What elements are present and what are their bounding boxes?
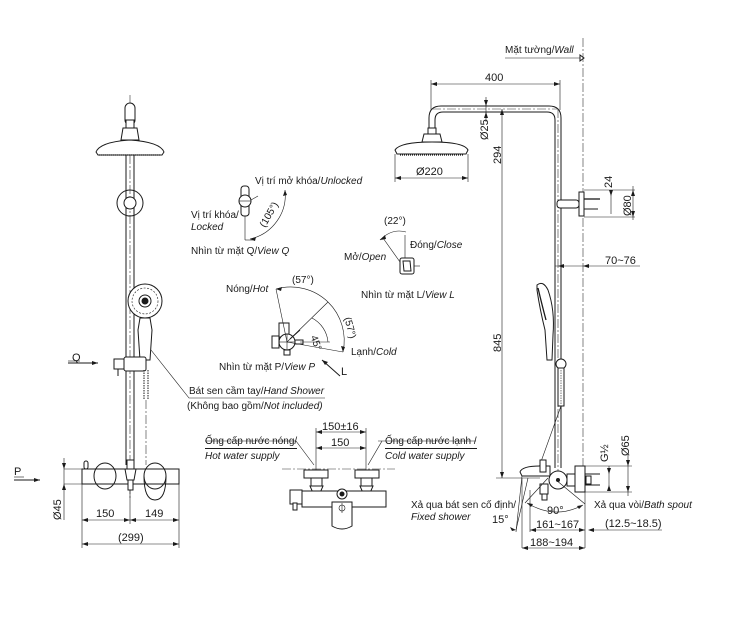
valve-knob [399, 257, 415, 275]
hot-inlet-flange [303, 469, 329, 479]
dim-12-5-18-5: (12.5~18.5) [605, 518, 662, 530]
shower-head-neck [120, 127, 140, 141]
angle-57-top: (57°) [292, 275, 314, 286]
dim-diameter-65: Ø65 [620, 435, 632, 456]
shower-arm [428, 105, 562, 468]
angle-22: (22°) [384, 216, 406, 227]
hot-label: Nóng/Hot [226, 284, 269, 295]
view-p-diagram [271, 286, 345, 377]
wall-label: Mặt tường/Wall [505, 45, 574, 56]
side-shower-head [394, 141, 469, 155]
dim-299-total: (299) [118, 532, 144, 544]
dim-294: 294 [492, 145, 504, 164]
unlocked-label: Vị trí mở khóa/Unlocked [255, 176, 363, 187]
dim-g-half: G½ [599, 444, 611, 462]
locked-label: Vị trí khóa/Locked [191, 210, 239, 233]
hand-shower-label: Bát sen cầm tay/Hand Shower [189, 386, 325, 397]
mixer-top-view [205, 428, 476, 530]
angle-90: 90° [547, 505, 564, 517]
wall-bracket [116, 189, 144, 217]
fixed-shower-line [515, 475, 523, 533]
hot-handle [93, 462, 117, 490]
marker-p: P [14, 466, 22, 478]
cold-inlet-flange [354, 469, 380, 479]
dim-150-inner: 150 [331, 437, 350, 449]
marker-q: Q [72, 352, 81, 364]
dim-149-right: 149 [145, 508, 164, 520]
hand-shower-handle [137, 317, 153, 361]
dim-70-76: 70~76 [605, 255, 636, 267]
side-wall-bracket [556, 199, 580, 209]
dim-diameter-80: Ø80 [622, 195, 634, 216]
dim-150-16: 150±16 [322, 421, 359, 433]
view-p-caption: Nhìn từ mặt P/View P [219, 362, 316, 373]
hot-supply-leader [205, 440, 315, 466]
not-included-label: (Không bao gồm/Not included) [187, 401, 323, 412]
dim-188-194: 188~194 [530, 537, 574, 549]
view-l-caption: Nhìn từ mặt L/View L [361, 290, 455, 301]
dim-diameter-220: Ø220 [416, 166, 443, 178]
side-inlet-flange [574, 465, 586, 493]
dim-400: 400 [485, 72, 504, 84]
hand-shower-leader [150, 349, 325, 399]
left-handle [289, 489, 303, 505]
spout [331, 501, 353, 530]
dim-845: 845 [492, 333, 504, 352]
fixed-shower-label: Xả qua bát sen cố định/Fixed shower [411, 500, 517, 523]
dim-24: 24 [603, 175, 615, 188]
view-q-caption: Nhìn từ mặt Q/View Q [191, 246, 290, 257]
view-l-diagram [379, 230, 420, 275]
cold-supply-label: Ống cấp nước lạnh / [385, 436, 477, 449]
dim-150-left: 150 [96, 508, 115, 520]
overhead-shower-head [95, 139, 165, 156]
dim-diameter-45: Ø45 [52, 499, 64, 520]
marker-l: L [341, 366, 348, 378]
cold-label: Lạnh/Cold [351, 347, 397, 358]
dim-161-167: 161~167 [536, 519, 580, 531]
bath-spout-label: Xả qua vòi/Bath spout [594, 500, 692, 511]
angle-15: 15° [492, 514, 509, 526]
hot-supply-en-label: Hot water supply [205, 451, 280, 462]
hot-supply-label: Ống cấp nước nóng/ [205, 436, 298, 449]
shower-arm-joint [125, 119, 135, 129]
close-label: Đóng/Close [410, 240, 463, 251]
dim-diameter-25: Ø25 [479, 119, 491, 140]
front-view [14, 95, 325, 548]
side-hose [537, 405, 562, 471]
diverter-knob [124, 468, 137, 481]
view-q-diagram [238, 185, 287, 241]
open-label: Mở/Open [344, 252, 387, 263]
side-view [394, 38, 662, 550]
cold-supply-en-label: Cold water supply [385, 451, 465, 462]
